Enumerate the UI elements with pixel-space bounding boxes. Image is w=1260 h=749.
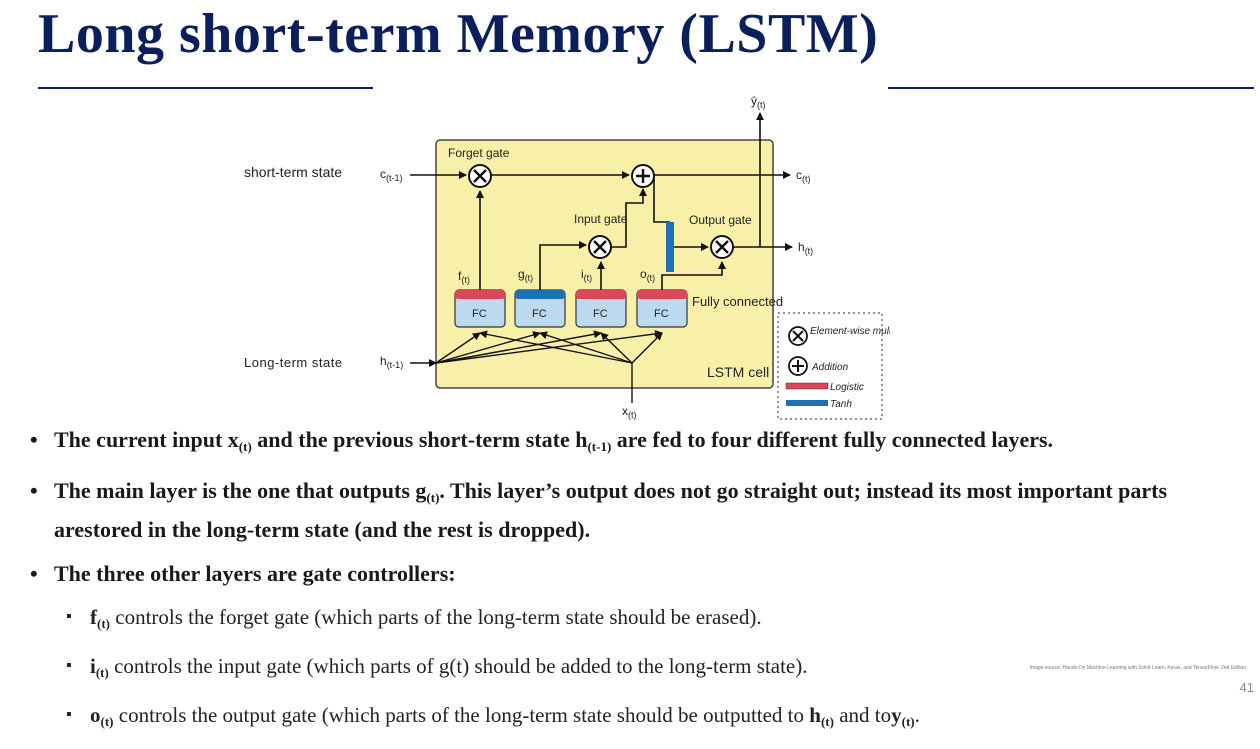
output-gate-label: Output gate <box>689 213 752 227</box>
sub-bullet-forget: f(t) controls the forget gate (which par… <box>66 602 1255 639</box>
svg-text:FC: FC <box>654 308 669 320</box>
y-out-label: ŷ(t) <box>751 94 766 110</box>
input-multiply-icon <box>588 235 612 259</box>
fully-connected-label: Fully connected <box>692 294 783 309</box>
legend-tanh-label: Tanh <box>830 399 852 410</box>
lstm-diagram: short-term state Long-term state c(t-1) … <box>244 85 890 420</box>
svg-text:FC: FC <box>472 308 487 320</box>
legend-add-label: Addition <box>811 362 849 373</box>
legend-multiply-icon <box>788 326 808 346</box>
short-term-state-label: short-term state <box>244 164 342 180</box>
o-label: o(t) <box>640 267 655 283</box>
legend: Element-wise multiplication Addition Log… <box>777 312 890 420</box>
image-source-note: Image source: Hands-On Machine Learning … <box>1029 665 1246 671</box>
legend-tanh-swatch <box>786 400 828 406</box>
title-underline-left <box>38 87 373 89</box>
input-gate-label: Input gate <box>574 212 628 226</box>
addition-icon <box>631 164 655 188</box>
lstm-cell-label: LSTM cell <box>707 364 769 380</box>
title-underline-right <box>888 87 1254 89</box>
h-in-label: h(t-1) <box>380 354 403 370</box>
legend-mult-label: Element-wise multiplication <box>810 326 890 337</box>
g-label: g(t) <box>518 267 533 283</box>
bullet-2: The main layer is the one that outputs g… <box>30 475 1255 546</box>
c-out-label: c(t) <box>796 168 811 184</box>
x-in-label: x(t) <box>622 404 637 420</box>
output-multiply-icon <box>710 235 734 259</box>
input-connections <box>435 329 663 403</box>
fc-block-g: FC <box>514 289 566 328</box>
sub-bullet-input: i(t) controls the input gate (which part… <box>66 651 1255 688</box>
long-term-state-label: Long-term state <box>244 355 343 370</box>
svg-text:FC: FC <box>593 308 608 320</box>
legend-logistic-label: Logistic <box>830 382 864 393</box>
f-label: f(t) <box>458 269 470 285</box>
legend-logistic-swatch <box>785 382 829 390</box>
fully-connected-text: Fully connected <box>692 294 783 309</box>
legend-add-icon <box>788 356 808 376</box>
svg-text:FC: FC <box>532 308 547 320</box>
h-out-label: h(t) <box>798 240 813 256</box>
page-title: Long short-term Memory (LSTM) <box>38 3 879 65</box>
fc-block-o: FC <box>636 289 688 328</box>
bullet-3: The three other layers are gate controll… <box>30 558 1255 590</box>
i-label: i(t) <box>581 267 592 283</box>
page-number: 41 <box>1239 680 1254 695</box>
fc-block-f: FC <box>454 289 506 328</box>
sub-bullet-output: o(t) controls the output gate (which par… <box>66 700 1255 737</box>
forget-gate-label: Forget gate <box>448 146 510 160</box>
bullet-list: The current input x(t) and the previous … <box>30 424 1255 749</box>
forget-multiply-icon <box>468 164 492 188</box>
bullet-1: The current input x(t) and the previous … <box>30 424 1255 463</box>
tanh-block <box>666 222 674 272</box>
fc-block-i: FC <box>575 289 627 328</box>
c-in-label: c(t-1) <box>380 167 403 183</box>
